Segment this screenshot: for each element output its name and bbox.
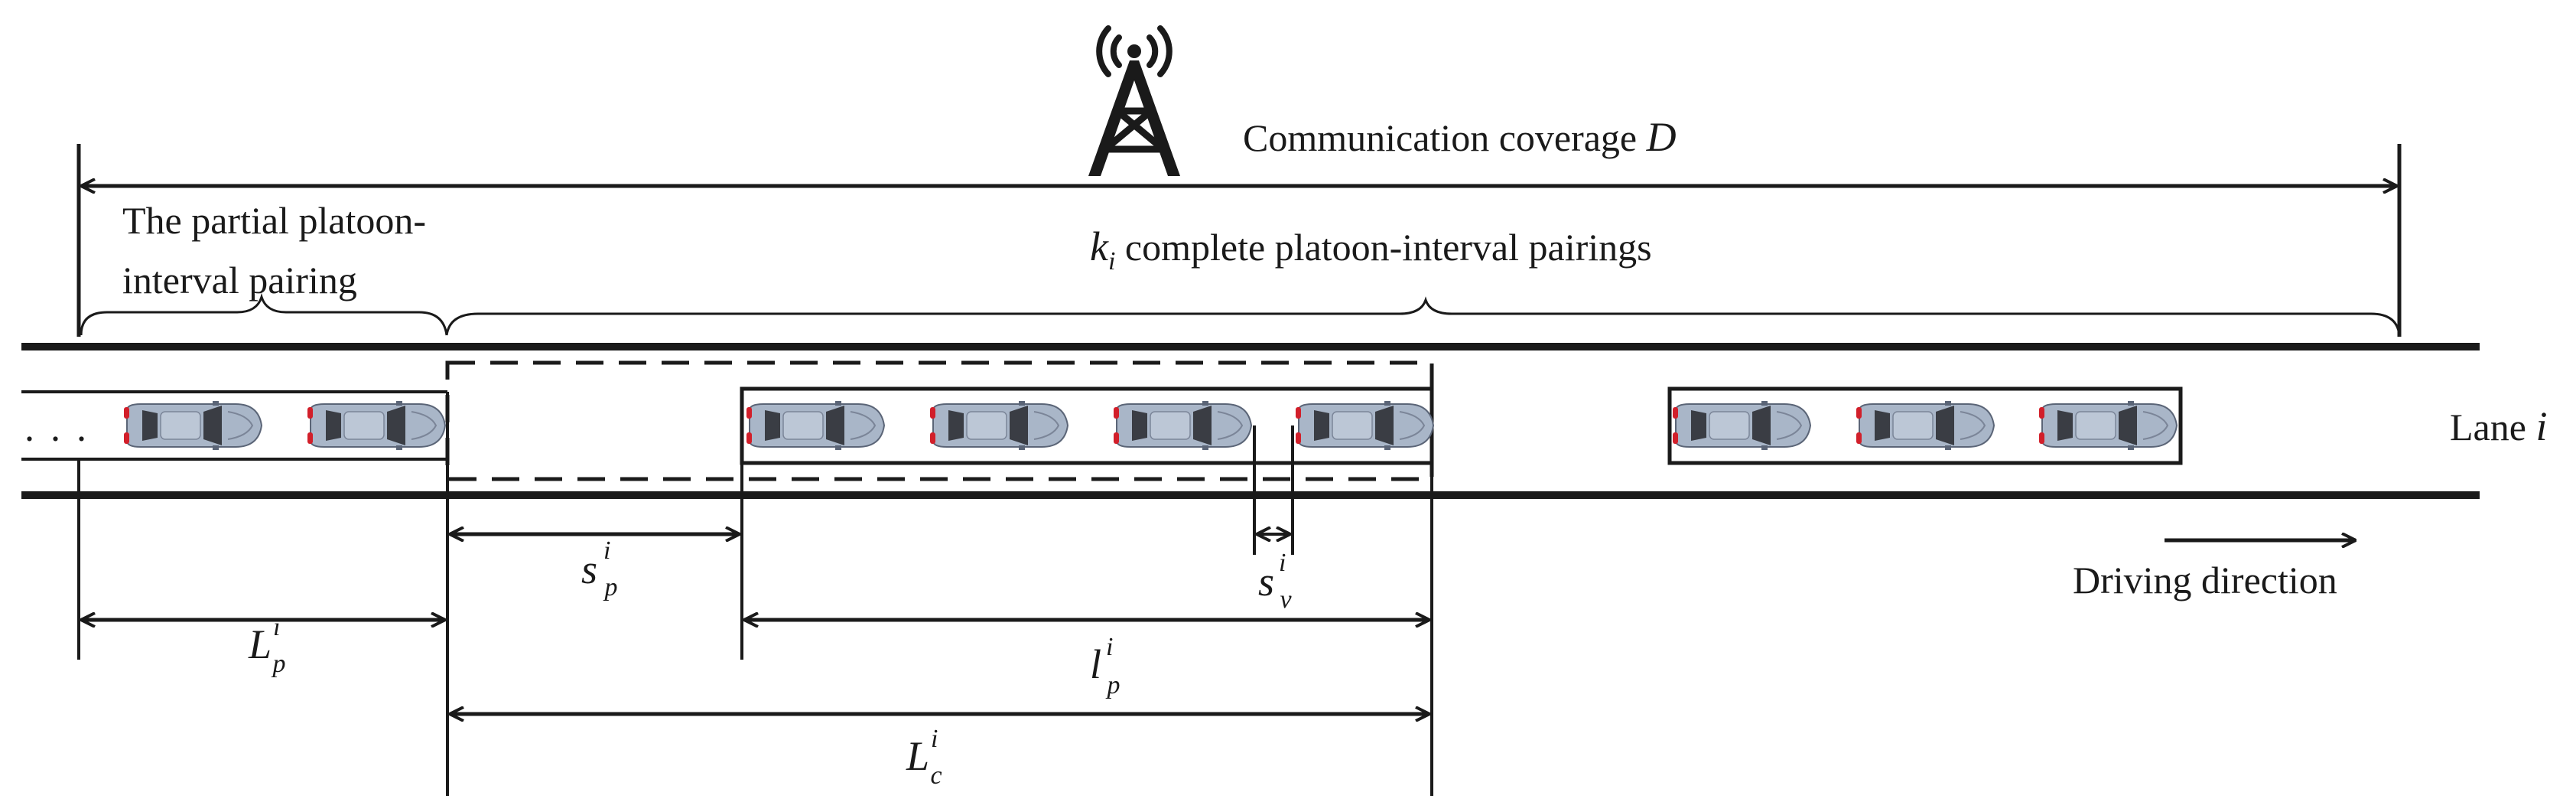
car-icon <box>307 400 446 451</box>
coverage-arrow <box>76 144 2402 337</box>
car-icon <box>1672 400 1811 451</box>
car-icon <box>929 400 1068 451</box>
car-icon <box>746 400 885 451</box>
coverage-label: Communication coverage D <box>1243 114 1677 160</box>
driving-direction-label: Driving direction <box>2073 559 2337 602</box>
partial-pairing-label-line2: interval pairing <box>122 259 357 302</box>
car-icon <box>2038 400 2178 451</box>
complete-pairings-label: ki complete platoon-interval pairings <box>1090 223 1652 275</box>
complete-pairings-brace <box>445 296 2401 336</box>
ellipsis-label: . . . <box>24 406 89 450</box>
car-icon <box>123 400 262 451</box>
car-icon <box>1113 400 1252 451</box>
partial-pairing-brace <box>80 292 448 336</box>
lane-label: Lane i <box>2450 403 2547 449</box>
car-icon <box>1856 400 1995 451</box>
platoon-box-2 <box>1667 386 2183 465</box>
communication-tower-icon <box>1088 25 1180 176</box>
partial-pairing-label: The partial platoon- <box>122 199 426 242</box>
car-icon <box>1295 400 1434 451</box>
